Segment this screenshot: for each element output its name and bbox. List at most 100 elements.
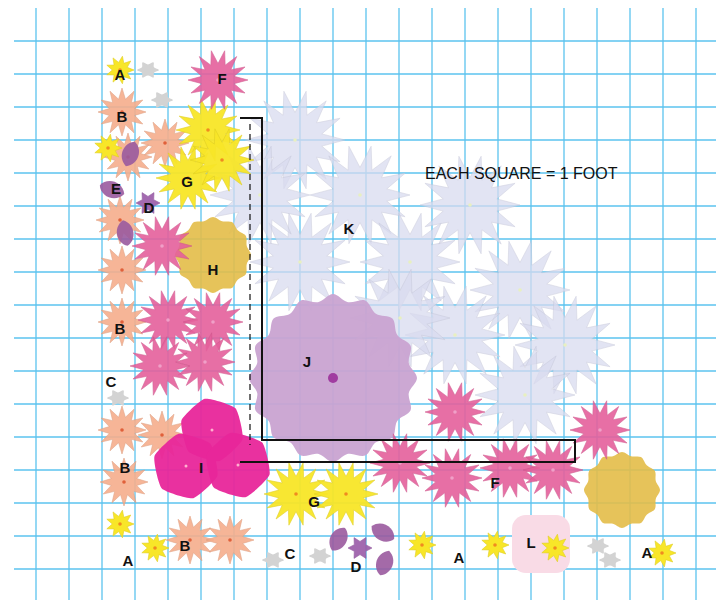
flower <box>425 383 485 441</box>
flower <box>309 548 331 563</box>
flower <box>130 337 190 395</box>
grid-line <box>101 8 102 600</box>
flower-center <box>408 260 412 264</box>
plant-letter: C <box>106 374 117 389</box>
flower <box>262 552 284 567</box>
flower <box>175 333 235 391</box>
flower-center <box>344 492 348 496</box>
flower <box>206 433 270 498</box>
flower-center <box>120 428 124 432</box>
flower <box>599 552 621 567</box>
grid-line <box>266 8 267 600</box>
plant-letter: G <box>181 174 193 189</box>
plant-letter: F <box>490 475 499 490</box>
flower <box>97 177 127 201</box>
plant-letter: A <box>454 550 465 565</box>
flower <box>348 538 372 559</box>
grid-line <box>563 8 564 600</box>
grid-line <box>695 8 696 600</box>
flower-center <box>158 364 162 368</box>
flower-center <box>206 128 210 132</box>
flower-center <box>153 546 157 550</box>
bed-edge <box>249 124 250 445</box>
flower-center <box>160 244 164 248</box>
flower-center <box>563 343 567 347</box>
plant-letter: K <box>344 221 355 236</box>
flower-center <box>420 543 424 547</box>
flower <box>512 515 570 573</box>
flower <box>190 129 254 191</box>
flower <box>95 134 122 162</box>
plant-letter: J <box>303 354 311 369</box>
flower <box>175 217 251 293</box>
flower-center <box>294 492 298 496</box>
flower <box>206 516 254 564</box>
plant-letter: L <box>526 535 535 550</box>
flower-center <box>298 260 302 264</box>
flower <box>422 449 482 507</box>
plant-letter: A <box>123 553 134 568</box>
flower <box>475 346 575 443</box>
plant-letter: B <box>117 109 128 124</box>
flower-center <box>166 318 170 322</box>
flower <box>107 56 134 84</box>
flower <box>151 92 173 107</box>
flower-center <box>237 464 240 467</box>
flower <box>118 139 142 169</box>
flower <box>367 519 398 546</box>
flower-center <box>118 218 122 222</box>
flower-center <box>493 543 497 547</box>
flower-center <box>118 522 122 526</box>
flower-center <box>122 480 126 484</box>
flower <box>100 458 148 506</box>
flower-center <box>203 360 207 364</box>
grid-line <box>14 535 716 536</box>
plant-letter: I <box>199 460 203 475</box>
flower-center <box>358 193 362 197</box>
flower-center <box>398 316 402 320</box>
flower-center <box>450 476 454 480</box>
flower-center <box>453 333 457 337</box>
flower-center <box>211 429 214 432</box>
plant-letter: B <box>120 460 131 475</box>
plant-letter: B <box>180 538 191 553</box>
plant-letter: G <box>308 494 320 509</box>
flower-center <box>185 465 188 468</box>
flower-center <box>328 373 338 383</box>
plant-letter: B <box>115 321 126 336</box>
flower <box>98 88 146 136</box>
flower <box>98 298 146 346</box>
flower <box>325 524 352 555</box>
flower <box>249 294 417 462</box>
flower <box>98 406 146 454</box>
flower <box>314 463 378 525</box>
flower <box>137 62 159 77</box>
plants <box>95 51 676 578</box>
flower <box>587 538 609 553</box>
flower <box>188 51 248 109</box>
plant-letter: C <box>285 546 296 561</box>
flower <box>107 390 129 405</box>
flower-center <box>163 141 167 145</box>
flower-center <box>553 546 557 550</box>
flower <box>98 246 146 294</box>
plant-letter: D <box>351 559 362 574</box>
plant-letter: H <box>208 262 219 277</box>
flower <box>482 531 509 559</box>
flower <box>542 534 569 562</box>
flower-center <box>551 468 555 472</box>
flower <box>584 452 660 528</box>
flower-center <box>508 466 512 470</box>
grid-line <box>35 8 36 600</box>
grid-line <box>134 8 135 600</box>
flower <box>649 539 676 567</box>
plant-letter: E <box>111 181 121 196</box>
flower-center <box>518 288 522 292</box>
flower <box>107 510 134 538</box>
flower-center <box>106 146 110 150</box>
plant-letter: D <box>144 200 155 215</box>
flower <box>132 217 192 275</box>
plant-letter: A <box>642 545 653 560</box>
